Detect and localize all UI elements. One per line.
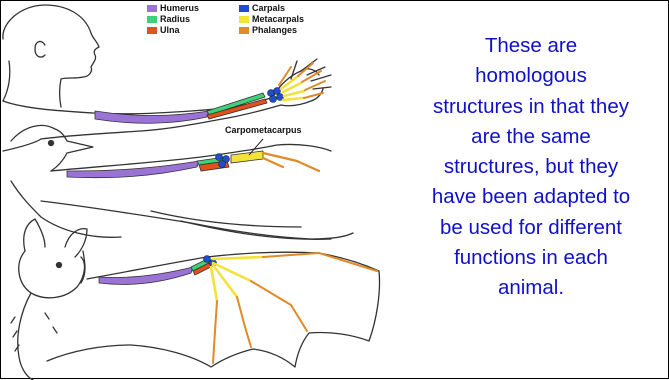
bird-figure — [11, 125, 353, 283]
legend-item-humerus: Humerus — [147, 3, 199, 14]
legend-item-radius: Radius — [147, 14, 199, 25]
caption-line: animal. — [398, 273, 664, 303]
caption-line: are the same — [398, 122, 664, 152]
bat-eye — [57, 263, 62, 268]
legend-item-metacarpals: Metacarpals — [239, 14, 304, 25]
phalanges-swatch — [239, 27, 249, 34]
human-neck-back — [3, 61, 10, 101]
legend-item-carpals: Carpals — [239, 3, 304, 14]
carpals-swatch — [239, 5, 249, 12]
bat-figure — [11, 219, 380, 380]
legend-label-radius: Radius — [160, 14, 190, 24]
ulna-swatch — [147, 27, 157, 34]
legend-item-phalanges: Phalanges — [239, 25, 304, 36]
caption-line: structures in that they — [398, 92, 664, 122]
caption-line: homologous — [398, 61, 664, 91]
bat-ear-left — [24, 219, 45, 251]
legend-column-2: Carpals Metacarpals Phalanges — [239, 3, 304, 36]
legend-label-ulna: Ulna — [160, 25, 180, 35]
bat-head — [19, 251, 85, 298]
bird-metacarpals — [231, 151, 263, 163]
bat-phalanges — [213, 253, 377, 363]
humerus-swatch — [147, 5, 157, 12]
caption-line: These are — [398, 31, 664, 61]
legend-label-carpals: Carpals — [252, 3, 285, 13]
radius-swatch — [147, 16, 157, 23]
bird-head — [11, 125, 93, 171]
human-metacarpals — [281, 77, 304, 100]
bird-phalanges — [263, 153, 319, 171]
bird-feather-2 — [181, 221, 331, 239]
caption-line: have been adapted to — [398, 182, 664, 212]
caption-line: be used for different — [398, 213, 664, 243]
caption-line: functions in each — [398, 243, 664, 273]
legend-column-1: Humerus Radius Ulna — [147, 3, 199, 36]
caption-text: These are homologous structures in that … — [398, 31, 664, 304]
human-ear — [35, 42, 45, 57]
human-head — [3, 5, 99, 107]
bird-eye — [49, 141, 54, 146]
homology-illustration — [1, 1, 396, 380]
bat-humerus — [99, 267, 193, 285]
legend-label-metacarpals: Metacarpals — [252, 14, 304, 24]
metacarpals-swatch — [239, 16, 249, 23]
legend-label-humerus: Humerus — [160, 3, 199, 13]
legend-item-ulna: Ulna — [147, 25, 199, 36]
bird-feather-1 — [151, 211, 301, 227]
legend-label-phalanges: Phalanges — [252, 25, 297, 35]
bat-metacarpals — [211, 257, 263, 301]
human-torso — [3, 139, 41, 151]
caption-line: structures, but they — [398, 152, 664, 182]
bat-body — [18, 293, 33, 380]
carpometacarpus-label: Carpometacarpus — [225, 125, 302, 135]
